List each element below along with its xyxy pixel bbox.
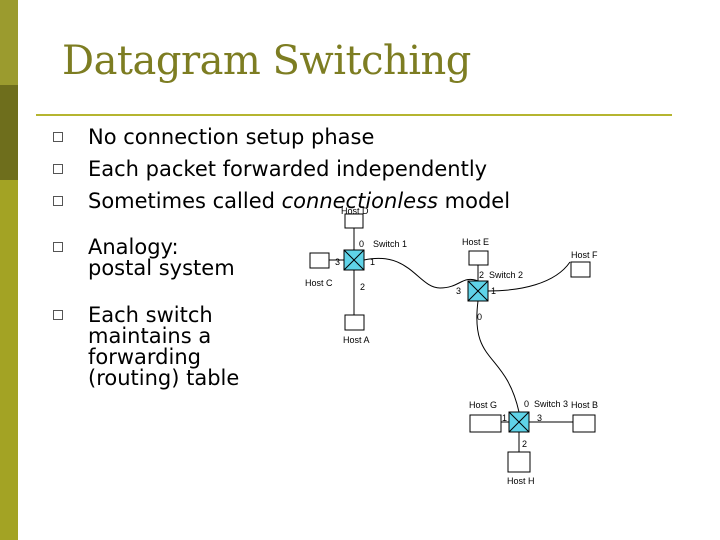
switch-1-port-2: 2	[360, 282, 365, 292]
switch-2-port-1: 1	[491, 286, 496, 296]
bullet-square-icon	[53, 132, 63, 142]
switch-2-label: Switch 2	[489, 270, 523, 280]
host-g-label: Host G	[469, 400, 497, 410]
host-a-label: Host A	[343, 335, 370, 345]
host-b-box	[572, 414, 596, 433]
bullet-square-icon	[53, 310, 63, 320]
side-bar-top	[0, 0, 18, 85]
bullet-line: forwarding	[88, 345, 201, 369]
host-f-box	[570, 261, 591, 278]
switch-1-cross	[343, 249, 365, 271]
side-bar-bottom	[0, 180, 18, 540]
slide-title: Datagram Switching	[62, 38, 471, 84]
host-e-box	[468, 250, 489, 266]
bullet-text-suffix: model	[437, 189, 511, 213]
host-a-box	[344, 314, 365, 331]
switch-3-port-3: 3	[537, 413, 542, 423]
bullet-square-icon	[53, 196, 63, 206]
host-b-label: Host B	[571, 400, 598, 410]
switch-1-port-1: 1	[370, 257, 375, 267]
switch-2	[467, 280, 489, 302]
switch-3-label: Switch 3	[534, 399, 568, 409]
switch-3-port-1: 1	[502, 413, 507, 423]
host-g-box	[469, 414, 502, 433]
host-h-label: Host H	[507, 476, 535, 486]
host-d-box	[344, 213, 364, 229]
host-e-label: Host E	[462, 237, 489, 247]
title-divider	[36, 114, 672, 116]
host-h-box	[507, 451, 531, 473]
switch-2-port-0: 0	[477, 312, 482, 322]
switch-3-cross	[508, 411, 530, 433]
link-switch1-switch2	[363, 257, 479, 289]
host-f-label: Host F	[571, 250, 598, 260]
link-switch2-switch3	[476, 300, 520, 413]
switch-1	[343, 249, 365, 271]
host-c-label: Host C	[305, 278, 333, 288]
host-c-box	[309, 252, 330, 269]
side-bar-middle	[0, 85, 18, 180]
switch-1-label: Switch 1	[373, 239, 407, 249]
bullet-text: Each switch maintains a forwarding (rout…	[88, 305, 239, 389]
bullet-text-emphasis: connectionless	[281, 189, 438, 213]
switch-3	[508, 411, 530, 433]
bullet-square-icon	[53, 242, 63, 252]
bullet-line: maintains a	[88, 324, 212, 348]
switch-1-port-0: 0	[359, 239, 364, 249]
bullet-text: Sometimes called connectionless model	[88, 191, 510, 212]
switch-1-port-3: 3	[335, 257, 340, 267]
bullet-line: Each switch	[88, 303, 213, 327]
switch-2-port-2: 2	[479, 270, 484, 280]
bullet-text: Analogy: postal system	[88, 237, 235, 279]
switch-2-cross	[467, 280, 489, 302]
bullet-line: Analogy:	[88, 235, 179, 259]
bullet-square-icon	[53, 164, 63, 174]
link-switch2-hostf	[487, 261, 571, 292]
bullet-text: No connection setup phase	[88, 125, 375, 149]
switch-2-port-3: 3	[456, 286, 461, 296]
switch-3-port-2: 2	[522, 439, 527, 449]
switch-3-port-0: 0	[524, 399, 529, 409]
bullet-line: (routing) table	[88, 366, 240, 390]
bullet-text: Each packet forwarded independently	[88, 157, 488, 181]
host-d-label: Host D	[341, 206, 369, 216]
bullet-line: postal system	[88, 256, 235, 280]
bullet-text-prefix: Sometimes called	[88, 189, 282, 213]
